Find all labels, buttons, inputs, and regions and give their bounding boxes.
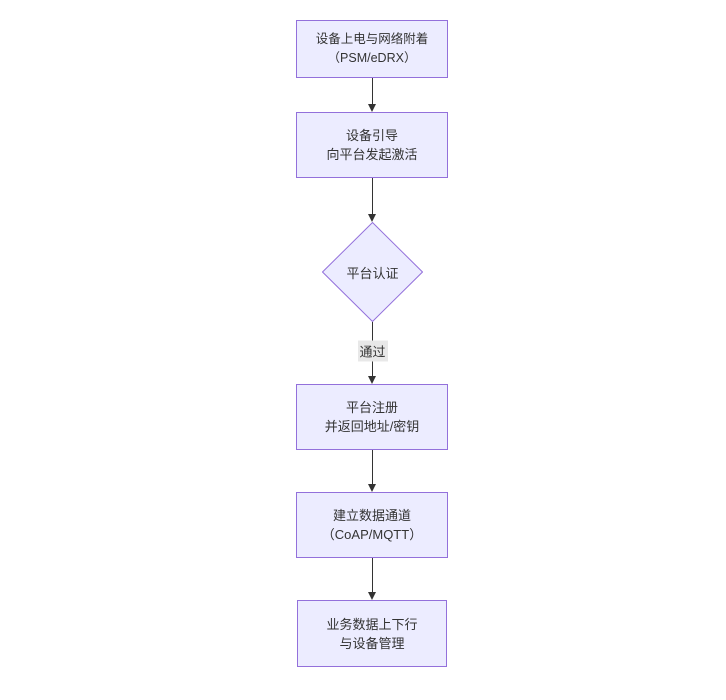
flow-node-power-attach: 设备上电与网络附着 （PSM/eDRX） [296, 20, 448, 78]
node-text-line: 与设备管理 [339, 635, 405, 651]
flow-node-bootstrap: 设备引导 向平台发起激活 [296, 112, 448, 178]
node-text-line: 平台认证 [346, 265, 399, 281]
node-text-line: 建立数据通道 [332, 508, 411, 523]
arrowhead-down-icon [368, 376, 376, 384]
arrowhead-down-icon [368, 592, 376, 600]
flow-node-business-data: 业务数据上下行 与设备管理 [297, 600, 447, 667]
node-text-line: （CoAP/MQTT） [321, 527, 423, 542]
node-text-line: 平台注册 [345, 400, 398, 415]
arrowhead-down-icon [368, 484, 376, 492]
node-text-line: 向平台发起激活 [326, 147, 418, 162]
node-text-line: 业务数据上下行 [326, 616, 418, 632]
node-text-line: 并返回地址/密钥 [324, 419, 420, 434]
edge-line-bootstrap-to-auth [372, 178, 373, 214]
node-text-line: （PSM/eDRX） [327, 51, 417, 65]
node-text-line: 设备引导 [345, 128, 398, 143]
flow-node-data-channel: 建立数据通道 （CoAP/MQTT） [296, 492, 448, 558]
edge-line-register-to-channel [372, 450, 373, 484]
diamond-shape-icon [322, 222, 423, 322]
arrowhead-down-icon [368, 214, 376, 222]
edge-line-power-to-bootstrap [372, 78, 373, 104]
flow-decision-platform-auth: 平台认证 [322, 222, 423, 322]
node-text-line: 设备上电与网络附着 [315, 32, 429, 46]
edge-label-pass: 通过 [357, 340, 388, 362]
arrowhead-down-icon [368, 104, 376, 112]
edge-line-channel-to-business [372, 558, 373, 592]
flow-node-register: 平台注册 并返回地址/密钥 [296, 384, 448, 450]
